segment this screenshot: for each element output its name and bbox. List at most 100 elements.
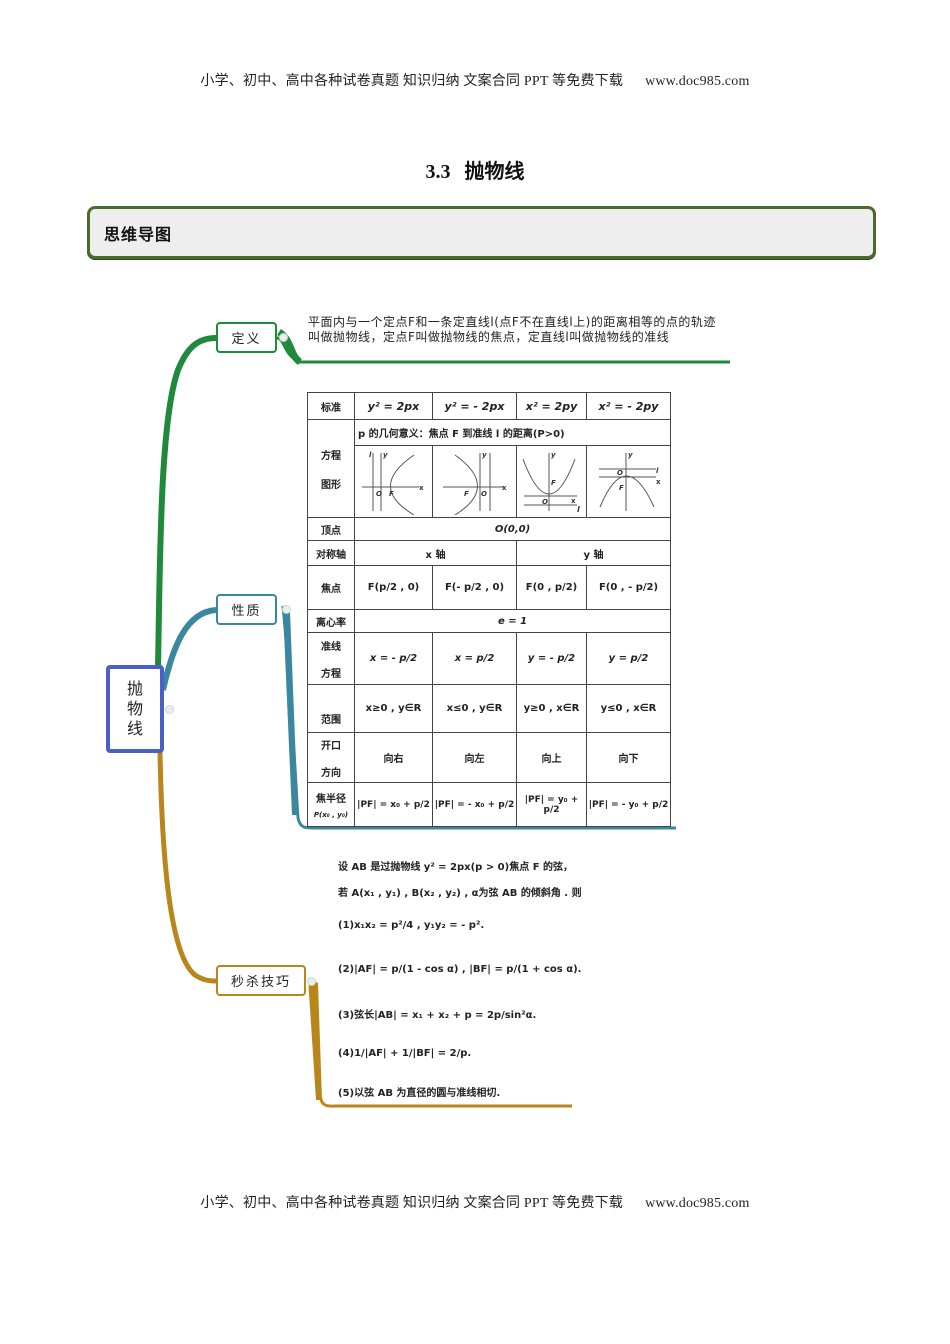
table-cell: F(0 , p/2)	[516, 565, 587, 610]
table-row: 方程 图形 p 的几何意义：焦点 F 到准线 l 的距离(P>0)	[307, 419, 671, 518]
table-row: 离心率 e = 1	[307, 609, 671, 633]
trick-item: (1)x₁x₂ = p²/4 , y₁y₂ = - p².	[338, 920, 485, 931]
row-header-line: 开口	[321, 740, 341, 752]
table-cell: x² = 2py	[516, 392, 587, 420]
svg-text:x: x	[571, 497, 576, 505]
trick-item: (2)|AF| = p/(1 - cos α) , |BF| = p/(1 + …	[338, 964, 582, 975]
collapse-dot-icon[interactable]	[282, 605, 291, 614]
graph-up-opening: y F O x l	[516, 445, 587, 518]
table-cell: |PF| = x₀ + p/2	[354, 782, 433, 827]
table-row: 顶点 O(0,0)	[307, 517, 671, 541]
row-header: 离心率	[307, 609, 355, 633]
parabola-properties-table: 标准 y² = 2px y² = - 2px x² = 2py x² = - 2…	[307, 392, 671, 827]
page-header: 小学、初中、高中各种试卷真题 知识归纳 文案合同 PPT 等免费下载 www.do…	[0, 70, 950, 90]
collapse-dot-icon[interactable]	[165, 705, 174, 714]
row-header: 准线 方程	[307, 632, 355, 685]
table-row: 焦半径 P(x₀ , y₀) |PF| = x₀ + p/2 |PF| = - …	[307, 782, 671, 827]
collapse-dot-icon[interactable]	[307, 977, 316, 986]
table-cell: x = p/2	[432, 632, 517, 685]
svg-text:x: x	[656, 478, 661, 486]
table-cell: F(- p/2 , 0)	[432, 565, 517, 610]
table-cell: y 轴	[516, 540, 671, 566]
mindmap-root-node[interactable]: 抛 物 线	[106, 665, 164, 753]
section-heading-box: 思维导图	[87, 206, 876, 259]
table-row: l y O F x y F O x	[308, 445, 671, 518]
root-char: 抛	[126, 679, 143, 698]
definition-text: 平面内与一个定点F和一条定直线l(点F不在直线l上)的距离相等的点的轨迹叫做抛物…	[308, 315, 716, 344]
table-cell: y² = 2px	[354, 392, 433, 420]
svg-text:O: O	[376, 490, 382, 498]
graph-down-opening: y O F l x	[586, 445, 671, 518]
trick-item: (5)以弦 AB 为直径的圆与准线相切.	[338, 1088, 501, 1099]
row-header-line: 方程	[321, 668, 341, 680]
row-header-line: 方向	[321, 767, 341, 779]
svg-text:x: x	[502, 484, 507, 492]
trick-item: (3)弦长|AB| = x₁ + x₂ + p = 2p/sin²α.	[338, 1010, 537, 1021]
graph-left-opening: y F O x	[432, 445, 517, 518]
table-cell: F(0 , - p/2)	[586, 565, 671, 610]
parabola-down-graph-icon: y O F l x	[598, 451, 661, 511]
node-label: 性质	[231, 604, 262, 619]
trick-item: (4)1/|AF| + 1/|BF| = 2/p.	[338, 1048, 472, 1059]
page-footer-url: www.doc985.com	[645, 1196, 750, 1211]
svg-text:F: F	[389, 490, 394, 498]
svg-text:l: l	[577, 505, 580, 514]
table-row: 开口 方向 向右 向左 向上 向下	[307, 732, 671, 783]
svg-text:x: x	[419, 484, 424, 492]
table-cell: y = p/2	[586, 632, 671, 685]
svg-text:O: O	[542, 498, 548, 506]
table-cell: y = - p/2	[516, 632, 587, 685]
svg-text:F: F	[551, 479, 556, 487]
table-cell: 向上	[516, 732, 587, 783]
table-cell: x 轴	[354, 540, 517, 566]
table-cell: 向右	[354, 732, 433, 783]
table-cell: O(0,0)	[354, 517, 671, 541]
table-row: 焦点 F(p/2 , 0) F(- p/2 , 0) F(0 , p/2) F(…	[307, 565, 671, 610]
row-header-line: 图形	[321, 479, 341, 491]
svg-text:O: O	[481, 490, 487, 498]
collapse-dot-icon[interactable]	[279, 333, 288, 342]
row-header: 开口 方向	[307, 732, 355, 783]
table-cell: F(p/2 , 0)	[354, 565, 433, 610]
parabola-right-graph-icon: l y O F x	[361, 451, 424, 515]
svg-text:O: O	[617, 469, 623, 477]
mindmap-node-tricks[interactable]: 秒杀技巧	[216, 965, 306, 996]
svg-text:F: F	[464, 490, 469, 498]
root-char: 物	[126, 699, 143, 718]
page-footer-text: 小学、初中、高中各种试卷真题 知识归纳 文案合同 PPT 等免费下载	[200, 1196, 624, 1211]
page-header-url: www.doc985.com	[645, 74, 750, 89]
row-header: 顶点	[307, 517, 355, 541]
parabola-left-graph-icon: y F O x	[442, 451, 507, 515]
table-cell: y² = - 2px	[432, 392, 517, 420]
svg-text:y: y	[551, 451, 556, 459]
tricks-intro-line: 若 A(x₁ , y₁) , B(x₂ , y₂) , α为弦 AB 的倾斜角 …	[338, 888, 582, 899]
row-header-line: P(x₀ , y₀)	[313, 811, 349, 819]
page-header-text: 小学、初中、高中各种试卷真题 知识归纳 文案合同 PPT 等免费下载	[200, 74, 624, 89]
table-row: 准线 方程 x = - p/2 x = p/2 y = - p/2 y = p/…	[307, 632, 671, 685]
table-cell: y≤0 , x∈R	[586, 684, 671, 733]
mindmap-node-definition[interactable]: 定义	[216, 322, 277, 353]
p-meaning-cell: p 的几何意义：焦点 F 到准线 l 的距离(P>0)	[354, 419, 671, 446]
table-row: 标准 y² = 2px y² = - 2px x² = 2py x² = - 2…	[307, 392, 671, 420]
row-header: 范围	[307, 684, 355, 733]
table-cell: x≥0 , y∈R	[354, 684, 433, 733]
table-cell: x = - p/2	[354, 632, 433, 685]
node-label: 定义	[231, 332, 262, 347]
row-header: 方程 图形	[307, 419, 355, 518]
table-row: 对称轴 x 轴 y 轴	[307, 540, 671, 566]
table-cell: y≥0 , x∈R	[516, 684, 587, 733]
row-header-line: 方程	[321, 450, 341, 462]
row-header: 对称轴	[307, 540, 355, 566]
table-row: 范围 x≥0 , y∈R x≤0 , y∈R y≥0 , x∈R y≤0 , x…	[307, 684, 671, 733]
row-header-line: 焦半径	[316, 794, 346, 805]
row-header: 焦点	[307, 565, 355, 610]
row-header: 焦半径 P(x₀ , y₀)	[307, 782, 355, 827]
parabola-up-graph-icon: y F O x l	[522, 451, 580, 514]
table-cell: 向左	[432, 732, 517, 783]
mindmap-node-properties[interactable]: 性质	[216, 594, 277, 625]
table-cell: |PF| = - y₀ + p/2	[586, 782, 671, 827]
page-footer: 小学、初中、高中各种试卷真题 知识归纳 文案合同 PPT 等免费下载 www.do…	[0, 1192, 950, 1212]
tricks-intro-line: 设 AB 是过抛物线 y² = 2px(p > 0)焦点 F 的弦，	[338, 862, 574, 873]
